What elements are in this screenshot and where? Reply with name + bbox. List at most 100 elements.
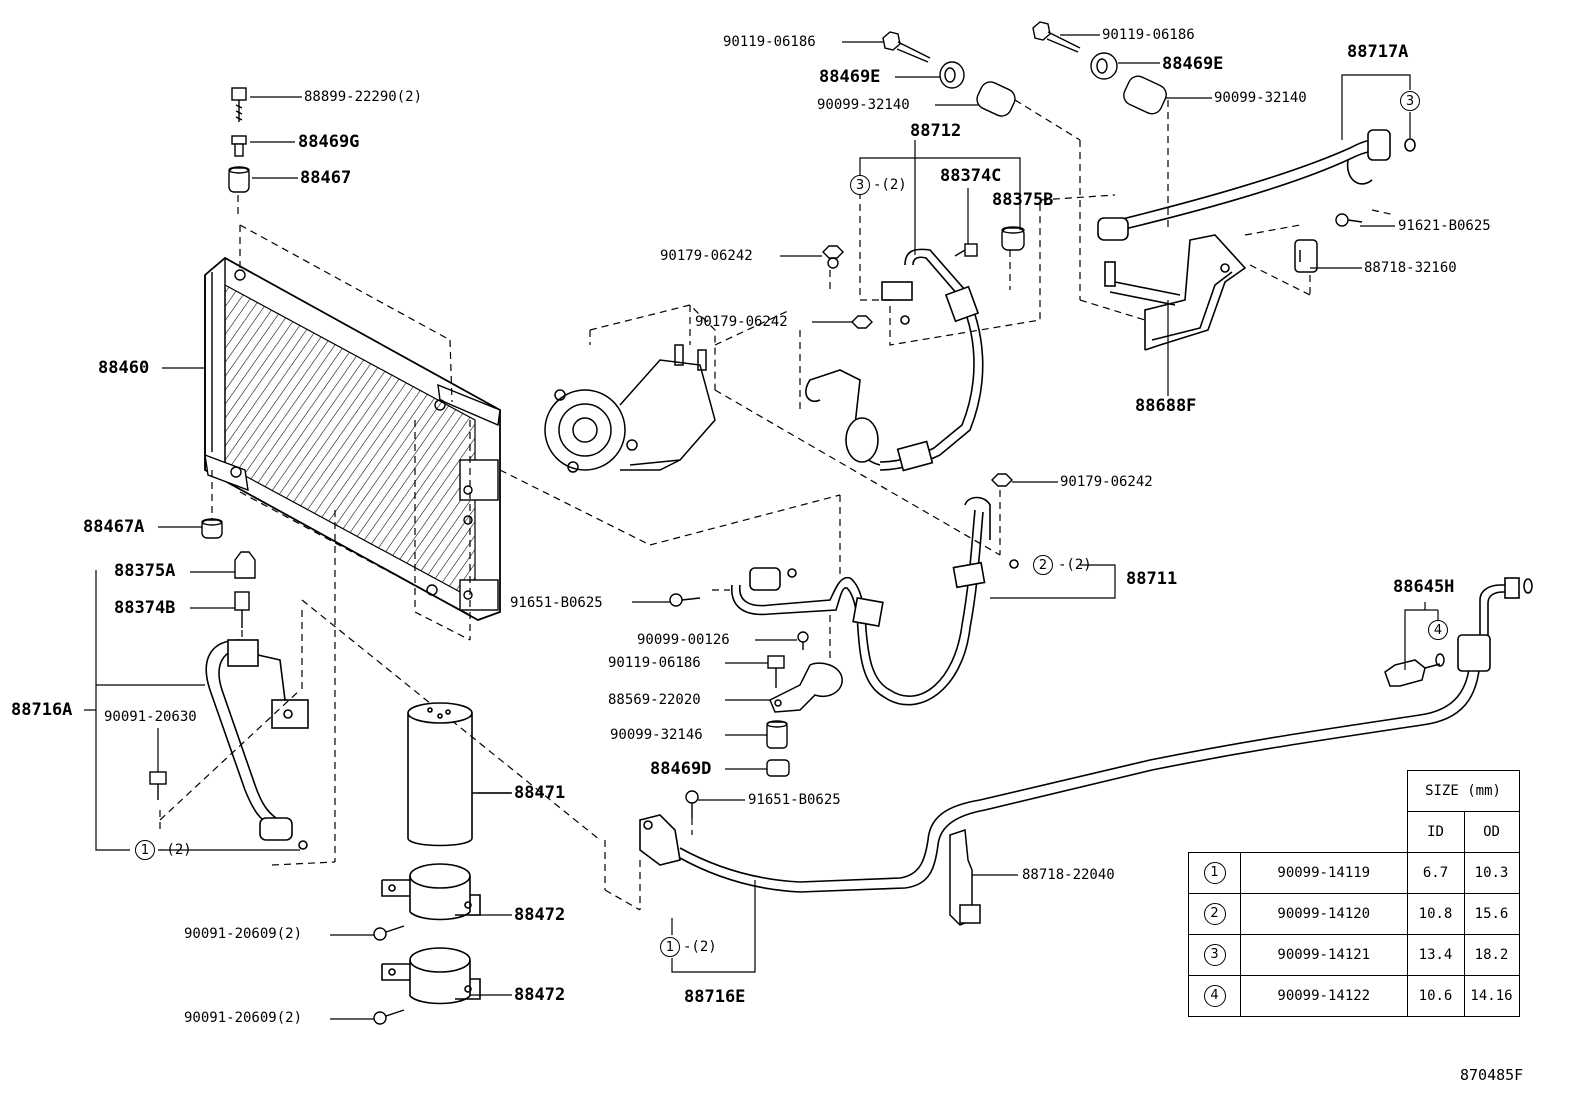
pipe-88717A-dashed-guides: [1079, 100, 1396, 321]
oring-qty-1-left: -(2): [158, 842, 192, 858]
bolt-90091-20609-lower: [373, 1009, 405, 1025]
label-88716A: 88716A: [11, 700, 73, 720]
pipe-88716A-dashed-guides: [159, 510, 601, 866]
table-row: 1 90099-14119 6.7 10.3: [1188, 852, 1520, 894]
label-90119-06186-mid: 90119-06186: [608, 655, 701, 671]
cushion-88467A: [201, 518, 223, 539]
label-90099-00126: 90099-00126: [637, 632, 730, 648]
oring-marker-1-bottom: 1: [660, 937, 680, 957]
table-row: 3 90099-14121 13.4 18.2: [1188, 934, 1520, 976]
bushing-88375B: [1001, 226, 1025, 251]
header-size: SIZE (mm): [1406, 770, 1520, 812]
fitting-88375A: [234, 551, 256, 579]
row-od: 10.3: [1463, 852, 1520, 894]
row-mark: 4: [1203, 985, 1226, 1007]
label-88469G: 88469G: [298, 132, 360, 152]
label-90179-06242-a: 90179-06242: [660, 248, 753, 264]
label-88711: 88711: [1126, 569, 1178, 589]
bracket-88569-22020: [769, 662, 843, 713]
label-91621-B0625: 91621-B0625: [1398, 218, 1491, 234]
clamp-88718-22040: [949, 828, 981, 926]
oring-marker-1-left: 1: [135, 840, 155, 860]
receiver-88471: [407, 702, 512, 847]
bushing-88469G: [231, 135, 247, 157]
label-88375B: 88375B: [992, 190, 1054, 210]
pipe-88711-dashed-guides: [712, 490, 1001, 660]
leader-lines: [84, 34, 1439, 1020]
hose-88712: [805, 248, 984, 472]
label-88899-22290: 88899-22290(2): [304, 89, 423, 105]
pipe-88716E: [639, 577, 1533, 893]
label-88469E-right: 88469E: [1162, 54, 1224, 74]
row-id: 10.8: [1406, 893, 1465, 935]
row-od: 18.2: [1463, 934, 1520, 976]
bolt-91621-B0625: [1335, 213, 1363, 227]
label-90119-06186-right: 90119-06186: [1102, 27, 1195, 43]
bolt-90119-06186-right: [1032, 21, 1081, 53]
label-90091-20630: 90091-20630: [104, 709, 197, 725]
cushion-88467: [228, 166, 250, 193]
diagram-code: 870485F: [1460, 1066, 1524, 1084]
clamp-88718-32160: [1294, 239, 1318, 273]
nut-90179-06242-a: [822, 245, 844, 269]
label-90179-06242-c: 90179-06242: [1060, 474, 1153, 490]
bolt-91651-B0625-a: [669, 593, 701, 607]
header-id: ID: [1406, 811, 1465, 853]
pipe-88716A: [205, 639, 309, 850]
label-88460: 88460: [98, 358, 150, 378]
bushing-88469E-right: [1090, 52, 1118, 80]
condenser-dashed-guides: [211, 195, 471, 641]
oring-marker-4: 4: [1428, 620, 1448, 640]
row-part: 90099-14119: [1240, 852, 1408, 894]
label-88374B: 88374B: [114, 598, 176, 618]
row-mark: 1: [1203, 862, 1226, 884]
label-88472-upper: 88472: [514, 905, 566, 925]
hose-88712-dashed-guides: [829, 99, 1116, 346]
row-mark: 2: [1203, 903, 1226, 925]
condenser-88460: [204, 256, 501, 621]
bracket-88472-lower: [381, 947, 481, 1005]
bushing-88469D: [766, 759, 790, 777]
label-91651-B0625-a: 91651-B0625: [510, 595, 603, 611]
label-88467A: 88467A: [83, 517, 145, 537]
oring-size-table: SIZE (mm) ID OD 1 90099-14119 6.7 10.3 2…: [1188, 770, 1520, 1017]
sensor-88645H: [1384, 653, 1445, 687]
label-88717A: 88717A: [1347, 42, 1409, 62]
compressor-outline: [544, 344, 716, 473]
bolt-90119-06186-mid: [767, 655, 785, 688]
cushion-90099-32140-right: [1123, 75, 1167, 115]
label-90099-32146: 90099-32146: [610, 727, 703, 743]
bolt-88374B: [234, 591, 250, 628]
nut-90179-06242-c: [991, 473, 1013, 487]
oring-qty-1-bottom: -(2): [683, 939, 717, 955]
row-id: 13.4: [1406, 934, 1465, 976]
row-part: 90099-14120: [1240, 893, 1408, 935]
label-88718-32160: 88718-32160: [1364, 260, 1457, 276]
table-row: 4 90099-14122 10.6 14.16: [1188, 975, 1520, 1017]
label-88645H: 88645H: [1393, 577, 1455, 597]
label-90099-32140-left: 90099-32140: [817, 97, 910, 113]
label-90091-20609-lower: 90091-20609(2): [184, 1010, 303, 1026]
bolt-90091-20630: [149, 771, 167, 800]
row-od: 14.16: [1463, 975, 1520, 1017]
row-part: 90099-14122: [1240, 975, 1408, 1017]
label-88467: 88467: [300, 168, 352, 188]
row-od: 15.6: [1463, 893, 1520, 935]
oring-marker-3-left: 3: [850, 175, 870, 195]
oring-marker-2: 2: [1033, 555, 1053, 575]
pipe-88717A: [1097, 129, 1416, 241]
label-88712: 88712: [910, 121, 962, 141]
label-90179-06242-b: 90179-06242: [695, 314, 788, 330]
label-88716E: 88716E: [684, 987, 746, 1007]
bolt-90091-20609-upper: [373, 925, 405, 941]
bolt-88899-22290: [231, 87, 247, 122]
label-88718-22040: 88718-22040: [1022, 867, 1115, 883]
bracket-88472-upper: [381, 863, 481, 921]
label-90119-06186-left: 90119-06186: [723, 34, 816, 50]
label-88472-lower: 88472: [514, 985, 566, 1005]
pipe-88711: [731, 496, 1019, 706]
label-88469E-left: 88469E: [819, 67, 881, 87]
label-88375A: 88375A: [114, 561, 176, 581]
label-88569-22020: 88569-22020: [608, 692, 701, 708]
